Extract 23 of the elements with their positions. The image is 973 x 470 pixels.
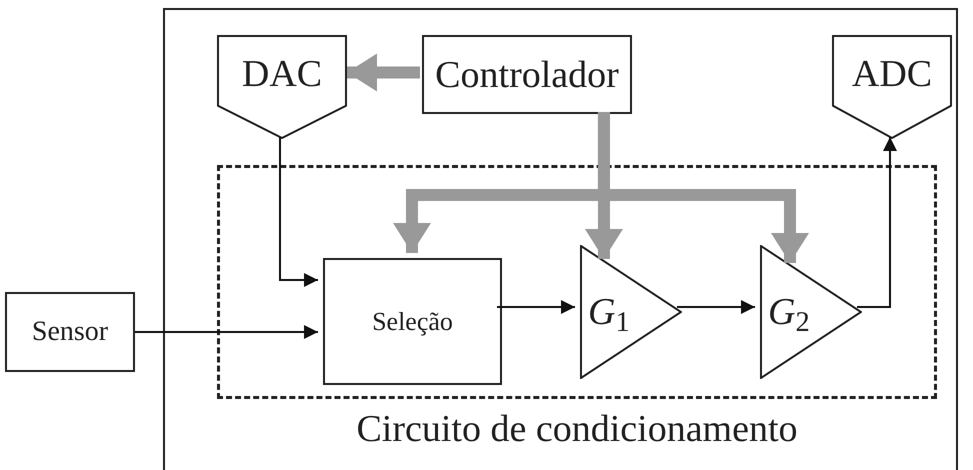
group-caption: Circuito de condicionamento [355, 410, 799, 448]
converter-block [217, 35, 347, 139]
selector-box [323, 258, 502, 385]
block-label: Controlador [435, 56, 619, 94]
block-label: Seleção [372, 308, 453, 334]
control-bus-arrow [598, 112, 809, 263]
block-label: G$_{2}$ [768, 293, 810, 331]
signal-arrow [279, 137, 318, 287]
signal-arrow [497, 300, 575, 314]
control-bus-arrow [347, 54, 420, 92]
block-label: DAC [242, 55, 322, 97]
system-frame [163, 8, 958, 470]
amplifier-triangle [580, 245, 682, 379]
block-label: ADC [852, 55, 932, 97]
amplifier-triangle [760, 245, 862, 379]
signal-arrow [857, 137, 897, 308]
converter-block [832, 35, 952, 139]
block-label: G$_{1}$ [588, 293, 630, 331]
sensor-box [5, 292, 135, 372]
controller-box [422, 35, 632, 114]
signal-arrow [677, 300, 755, 314]
signal-arrow [135, 325, 318, 339]
block-label: Sensor [32, 318, 108, 346]
